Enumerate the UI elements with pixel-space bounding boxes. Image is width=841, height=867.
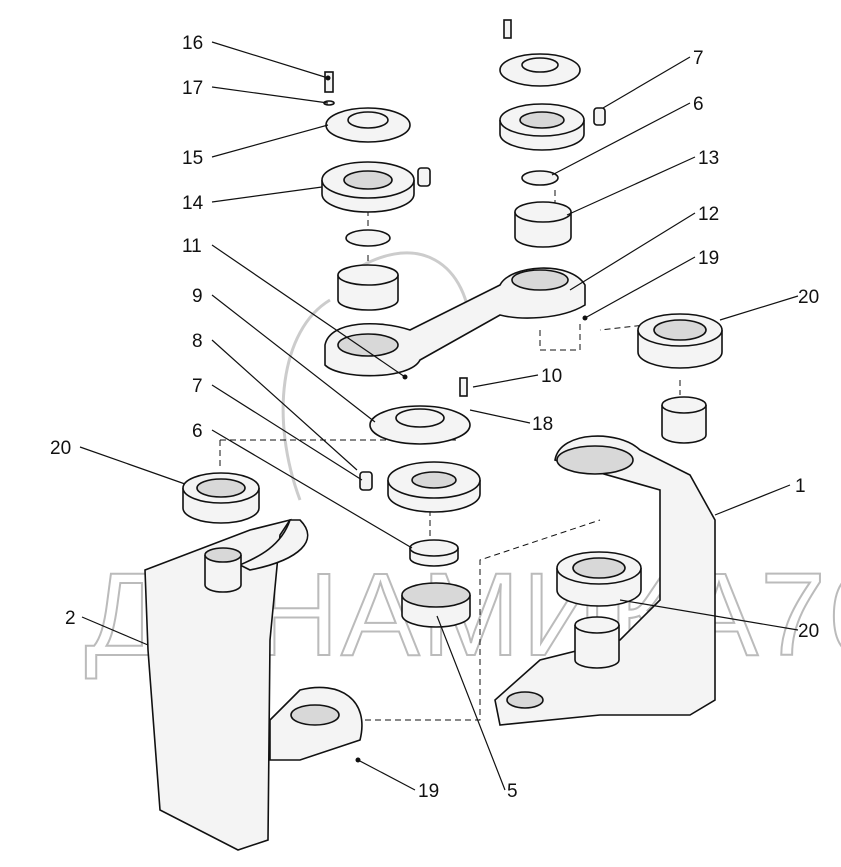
- callout-10: 10: [541, 366, 562, 387]
- bearing-13: [514, 201, 572, 248]
- bearing-5: [401, 582, 471, 628]
- ring-14: [321, 161, 415, 213]
- callout-1: 1: [795, 476, 806, 497]
- seal-20-left: [182, 472, 260, 524]
- callout-7-left: 7: [192, 376, 203, 397]
- callout-20-left: 20: [50, 438, 71, 459]
- bolt-16: [323, 71, 335, 106]
- callout-20-top-right: 20: [798, 287, 819, 308]
- bearing-13-left: [337, 264, 399, 311]
- callout-7-right: 7: [693, 48, 704, 69]
- callout-11: 11: [182, 236, 202, 257]
- washer-6-top: [345, 229, 391, 247]
- callout-12: 12: [698, 204, 719, 225]
- ring-8: [387, 461, 481, 513]
- seal-20-top-right: [637, 313, 723, 369]
- cover-right: [499, 19, 581, 87]
- callout-13: 13: [698, 148, 719, 169]
- callout-6-left: 6: [192, 421, 203, 442]
- ring-right: [499, 103, 585, 151]
- seal-20-bottom-right: [556, 551, 642, 607]
- callout-16: 16: [182, 33, 203, 54]
- callout-2: 2: [65, 608, 76, 629]
- callout-19-right: 19: [698, 248, 719, 269]
- screw-7-right: [593, 107, 606, 126]
- callout-14: 14: [182, 193, 204, 214]
- callout-20-bottom-right: 20: [798, 621, 819, 642]
- screw: [417, 167, 431, 187]
- callout-15: 15: [182, 148, 203, 169]
- callout-9: 9: [192, 286, 203, 307]
- callout-8: 8: [192, 331, 203, 352]
- callouts: 16 17 15 14 11 9 8 7 6 20 2 19 5 1 20 20…: [50, 33, 819, 802]
- washer-6-right: [521, 170, 559, 186]
- bolt-10: [459, 377, 468, 397]
- frame-1: [494, 396, 716, 726]
- callout-18: 18: [532, 414, 553, 435]
- screw-7: [359, 471, 373, 491]
- swing-arm-11-12: [324, 267, 586, 377]
- cover-15: [325, 107, 411, 143]
- frame-2: [144, 518, 363, 851]
- callout-17: 17: [182, 78, 203, 99]
- callout-5: 5: [507, 781, 518, 802]
- leader-lines: [79, 41, 799, 791]
- callout-19-bottom: 19: [418, 781, 439, 802]
- callout-6-right: 6: [693, 94, 704, 115]
- washer-6: [409, 539, 459, 567]
- cover-9: [369, 405, 471, 445]
